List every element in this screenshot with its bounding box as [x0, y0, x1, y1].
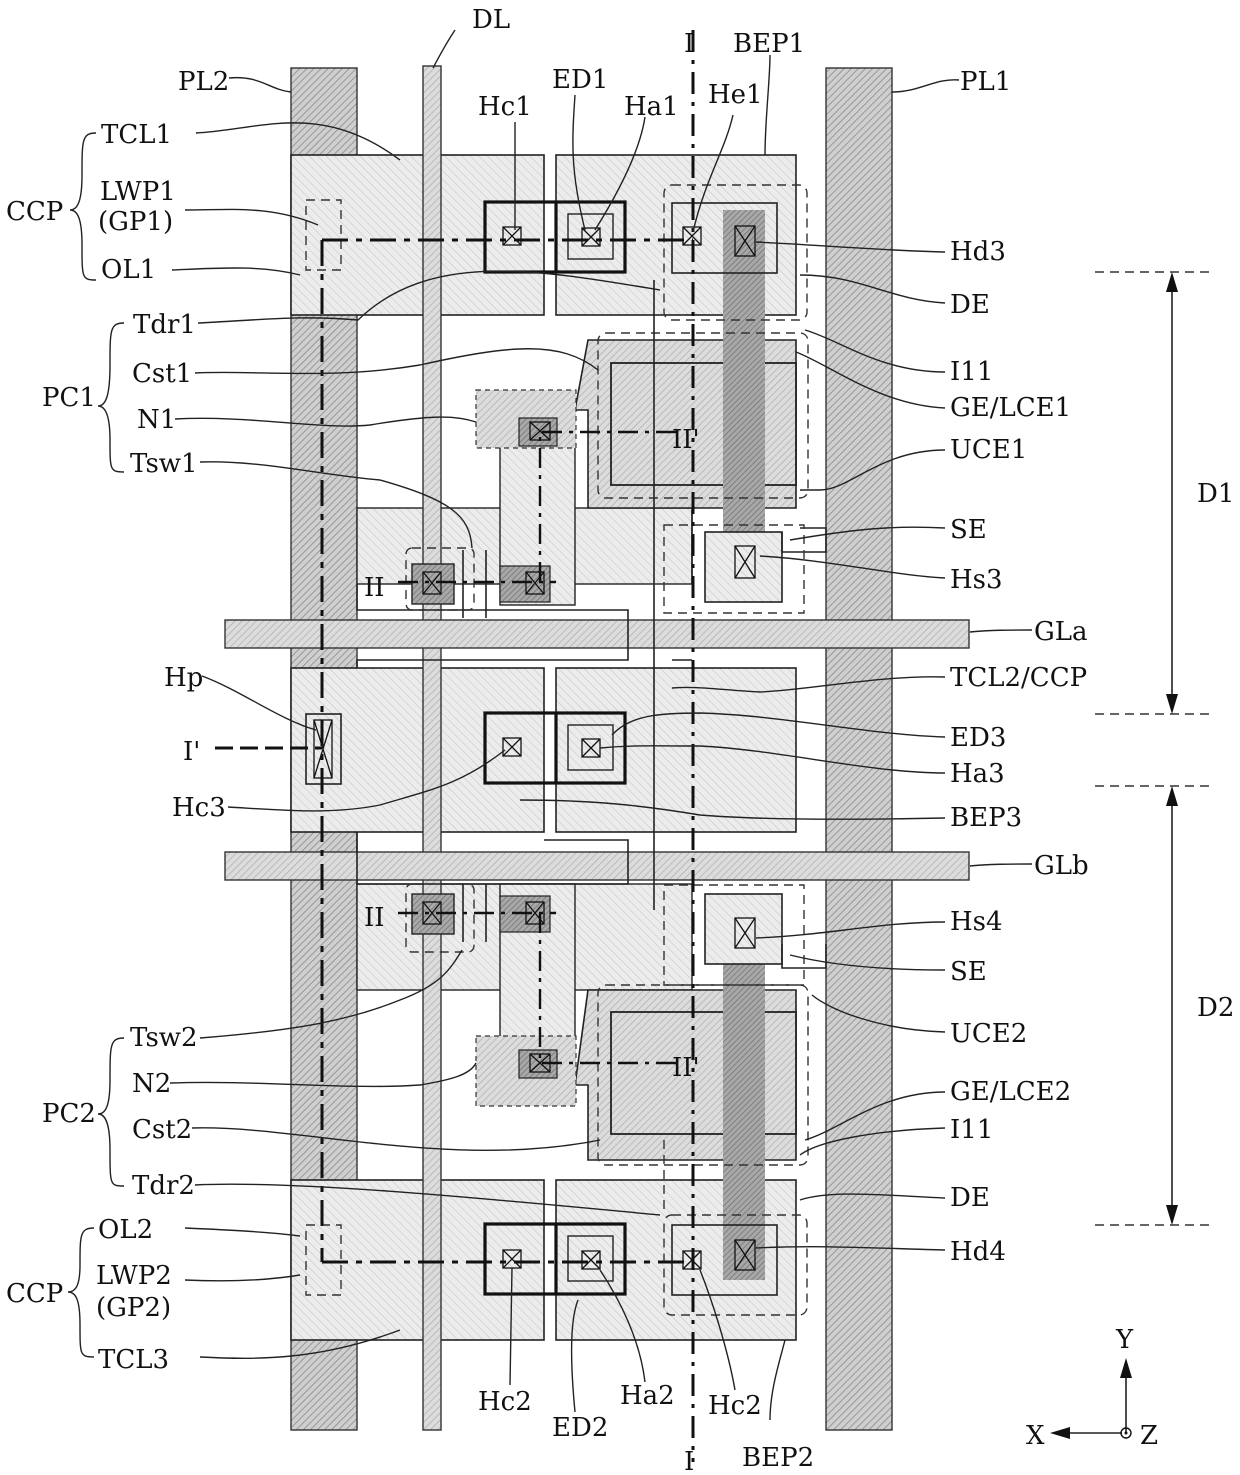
label-bep2: BEP2 — [742, 1443, 814, 1473]
label-gp2: (GP2) — [96, 1293, 171, 1323]
label-uce1: UCE1 — [950, 435, 1027, 465]
label-tdr1: Tdr1 — [133, 310, 196, 340]
braces — [68, 133, 124, 1357]
label-axis-y: Y — [1115, 1325, 1134, 1355]
label-bep3: BEP3 — [950, 803, 1022, 833]
label-lwp2: LWP2 — [96, 1261, 172, 1291]
label-ed1: ED1 — [552, 65, 608, 95]
label-ccp-top: CCP — [6, 197, 63, 227]
label-i11-top: I11 — [950, 357, 993, 387]
axis-indicator — [1050, 1358, 1132, 1439]
label-glb: GLb — [1034, 851, 1089, 881]
label-cst1: Cst1 — [132, 359, 192, 389]
power-line-pl1 — [826, 68, 892, 1430]
label-ol2: OL2 — [98, 1215, 153, 1245]
gate-line-gla — [225, 620, 969, 648]
label-hc1: Hc1 — [478, 92, 532, 122]
label-i-prime: I' — [183, 737, 200, 767]
label-ccp-bottom: CCP — [6, 1279, 63, 1309]
label-tsw2: Tsw2 — [130, 1023, 198, 1053]
label-tsw1: Tsw1 — [130, 449, 198, 479]
label-ha2: Ha2 — [620, 1381, 675, 1411]
label-se-bottom: SE — [950, 957, 987, 987]
label-gla: GLa — [1034, 617, 1088, 647]
label-tdr2: Tdr2 — [132, 1171, 195, 1201]
label-i-top: I — [684, 29, 694, 59]
label-hc3: Hc3 — [172, 793, 226, 823]
label-ha1: Ha1 — [624, 92, 679, 122]
label-ii-top: II — [364, 573, 385, 603]
label-gp1: (GP1) — [98, 207, 173, 237]
label-axis-z: Z — [1140, 1421, 1158, 1451]
label-i11-bottom: I11 — [950, 1115, 993, 1145]
label-se-top: SE — [950, 515, 987, 545]
label-tcl3: TCL3 — [98, 1345, 169, 1375]
label-axis-x: X — [1026, 1421, 1045, 1451]
label-d2: D2 — [1197, 993, 1234, 1023]
label-pl1: PL1 — [960, 67, 1011, 97]
label-hd3: Hd3 — [950, 237, 1006, 267]
label-cst2: Cst2 — [132, 1115, 192, 1145]
label-ge-lce2: GE/LCE2 — [950, 1077, 1071, 1107]
label-tcl1: TCL1 — [101, 120, 172, 150]
label-n1: N1 — [137, 405, 176, 435]
source-electrode-bottom — [705, 894, 782, 964]
label-d1: D1 — [1197, 479, 1234, 509]
gate-line-glb — [225, 852, 969, 880]
label-ol1: OL1 — [101, 255, 156, 285]
label-dl: DL — [472, 5, 510, 35]
data-line-dl — [423, 66, 441, 1430]
label-hs3: Hs3 — [950, 565, 1003, 595]
label-ed2: ED2 — [552, 1413, 608, 1443]
label-uce2: UCE2 — [950, 1019, 1027, 1049]
dimension-lines — [1095, 272, 1215, 1225]
label-ii-prime-top: II' — [672, 425, 700, 455]
label-bep1: BEP1 — [733, 29, 805, 59]
label-tcl2-ccp: TCL2/CCP — [950, 663, 1087, 693]
label-pc2: PC2 — [42, 1099, 96, 1129]
label-pc1: PC1 — [42, 383, 96, 413]
label-lwp1: LWP1 — [100, 177, 176, 207]
label-pl2: PL2 — [178, 67, 229, 97]
label-ha3: Ha3 — [950, 759, 1005, 789]
label-ii-bottom: II — [364, 903, 385, 933]
label-ge-lce1: GE/LCE1 — [950, 393, 1071, 423]
label-ii-prime-bottom: II' — [672, 1053, 700, 1083]
source-electrode-top — [705, 532, 782, 602]
label-de-top: DE — [950, 290, 990, 320]
label-hs4: Hs4 — [950, 907, 1003, 937]
label-he1: He1 — [708, 80, 763, 110]
label-de-bottom: DE — [950, 1183, 990, 1213]
label-hc2-left: Hc2 — [478, 1387, 532, 1417]
label-hp: Hp — [164, 663, 203, 693]
label-hd4: Hd4 — [950, 1237, 1006, 1267]
label-hc2-right: Hc2 — [708, 1391, 762, 1421]
label-i-bottom: I — [684, 1447, 694, 1475]
label-ed3: ED3 — [950, 723, 1006, 753]
label-n2: N2 — [132, 1069, 171, 1099]
